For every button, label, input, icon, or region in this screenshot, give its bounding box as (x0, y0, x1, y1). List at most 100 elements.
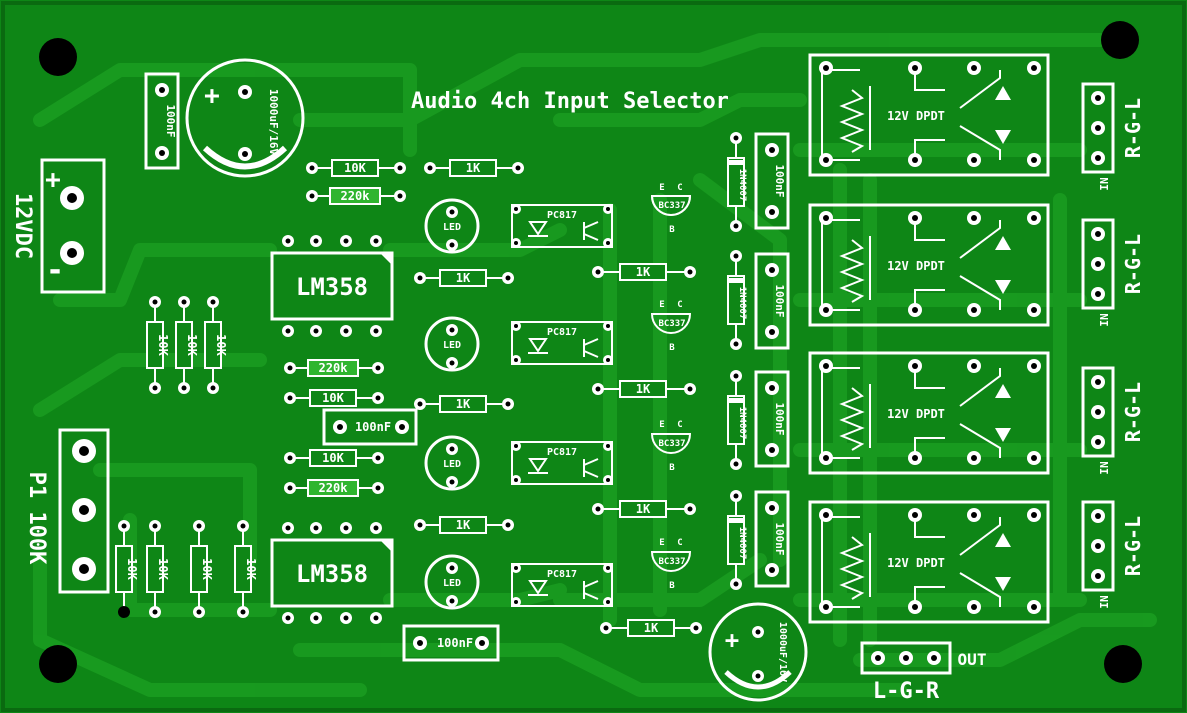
svg-text:1K: 1K (466, 161, 481, 175)
svg-text:10K: 10K (125, 558, 139, 580)
svg-text:1N4007: 1N4007 (737, 169, 747, 202)
svg-text:100nF: 100nF (773, 164, 786, 197)
transistors: E C BC337 B E C BC337 B E C BC337 B E C … (650, 183, 692, 591)
svg-text:LED: LED (443, 340, 461, 351)
optocoupler-2: PC817 (511, 321, 613, 365)
optocouplers: PC817 PC817 PC817 (511, 204, 613, 607)
cap-100nf-bottom: 100nF (402, 624, 500, 662)
svg-text:C: C (677, 300, 682, 310)
svg-text:E: E (659, 300, 664, 310)
svg-text:10K: 10K (214, 334, 228, 356)
svg-text:100nF: 100nF (164, 104, 177, 137)
output-connector: OUT L-G-R (860, 641, 987, 704)
relay-3: 12V DPDT (808, 351, 1050, 475)
svg-text:LED: LED (443, 459, 461, 470)
power-plus-label: + (45, 165, 61, 195)
resistor-10k-v1: 10K (146, 296, 170, 394)
cap-100nf-middle: 100nF (322, 408, 418, 446)
mount-hole-top-right (1101, 21, 1139, 59)
cap-100nf-top-left: 100nF (144, 72, 180, 170)
resistor-1k-3: 1K (414, 395, 514, 413)
svg-text:220k: 220k (319, 361, 349, 375)
resistor-10k-3: 10K (284, 449, 384, 467)
svg-text:1N4007: 1N4007 (737, 287, 747, 320)
resistor-10k-1: 10K (306, 159, 406, 177)
optocoupler-4: PC817 (511, 563, 613, 607)
svg-text:R-G-L: R-G-L (1121, 234, 1145, 294)
svg-text:LED: LED (443, 578, 461, 589)
power-minus-label: - (46, 253, 64, 288)
resistor-1k-5: 1K (592, 263, 696, 281)
cap-100nf-relay-2: 100nF (754, 252, 790, 350)
svg-text:+: + (204, 81, 220, 111)
channel-connector-3: R-G-L IN (1081, 366, 1145, 475)
diodes: 1N4007 1N4007 1N4007 1N4007 (727, 132, 747, 590)
svg-text:1K: 1K (456, 518, 471, 532)
channel-connector-2: R-G-L IN (1081, 218, 1145, 327)
svg-text:1N4007: 1N4007 (737, 407, 747, 440)
resistor-10k-v4: 10K (115, 520, 139, 618)
resistor-10k-v6: 10K (190, 520, 214, 618)
ic-lm358-2: LM358 (270, 522, 394, 624)
svg-text:B: B (669, 581, 675, 591)
svg-text:100nF: 100nF (773, 402, 786, 435)
mount-hole-top-left (39, 38, 77, 76)
svg-text:10K: 10K (322, 451, 344, 465)
resistor-1k-8: 1K (600, 619, 702, 637)
diode-4: 1N4007 (727, 490, 747, 590)
resistor-10k-v7: 10K (234, 520, 258, 618)
svg-text:BC337: BC337 (658, 201, 685, 211)
mounting-holes (39, 21, 1142, 683)
svg-text:BC337: BC337 (658, 439, 685, 449)
resistor-10k-v2: 10K (175, 296, 199, 394)
transistor-4: E C BC337 B (650, 538, 692, 591)
svg-text:100nF: 100nF (773, 284, 786, 317)
svg-text:BC337: BC337 (658, 319, 685, 329)
svg-text:12V DPDT: 12V DPDT (887, 407, 945, 421)
pot-label: P1 100K (24, 472, 49, 565)
power-connector: + - 12VDC (10, 158, 106, 294)
leds: LED LED LED LED (424, 198, 480, 610)
mount-hole-bottom-right (1104, 645, 1142, 683)
svg-text:1000uF/16V: 1000uF/16V (777, 622, 788, 682)
svg-text:IN: IN (1098, 595, 1111, 608)
svg-text:10K: 10K (156, 334, 170, 356)
electrolytic-cap-top: + 1000uF/16V (185, 58, 305, 178)
svg-text:R-G-L: R-G-L (1121, 382, 1145, 442)
svg-text:LED: LED (443, 222, 461, 233)
led-4: LED (424, 554, 480, 610)
led-3: LED (424, 435, 480, 491)
resistor-220k-3: 220k (284, 479, 384, 497)
diode-1: 1N4007 (727, 132, 747, 232)
svg-text:12V DPDT: 12V DPDT (887, 109, 945, 123)
svg-text:PC817: PC817 (547, 327, 577, 338)
svg-text:220k: 220k (341, 189, 371, 203)
svg-text:OUT: OUT (958, 650, 987, 669)
svg-text:PC817: PC817 (547, 210, 577, 221)
svg-text:R-G-L: R-G-L (1121, 98, 1145, 158)
svg-text:1K: 1K (644, 621, 659, 635)
svg-text:C: C (677, 183, 682, 193)
svg-text:IN: IN (1098, 313, 1111, 326)
led-2: LED (424, 316, 480, 372)
power-label: 12VDC (10, 193, 35, 259)
svg-text:10K: 10K (322, 391, 344, 405)
mount-hole-bottom-left (39, 645, 77, 683)
channel-connector-4: R-G-L IN (1081, 500, 1145, 609)
relay-4: 12V DPDT (808, 500, 1050, 624)
svg-text:PC817: PC817 (547, 569, 577, 580)
optocoupler-1: PC817 (511, 204, 613, 248)
svg-text:1N4007: 1N4007 (737, 527, 747, 560)
ic-1-label: LM358 (296, 273, 368, 301)
svg-text:1K: 1K (456, 397, 471, 411)
resistor-1k-4: 1K (414, 516, 514, 534)
optocoupler-3: PC817 (511, 441, 613, 485)
led-1: LED (424, 198, 480, 254)
svg-text:PC817: PC817 (547, 447, 577, 458)
svg-text:B: B (669, 225, 675, 235)
cap-100nf-relay-1: 100nF (754, 132, 790, 230)
relays: 12V DPDT 12V DPDT 12V DPDT (808, 53, 1050, 624)
svg-text:IN: IN (1098, 177, 1111, 190)
